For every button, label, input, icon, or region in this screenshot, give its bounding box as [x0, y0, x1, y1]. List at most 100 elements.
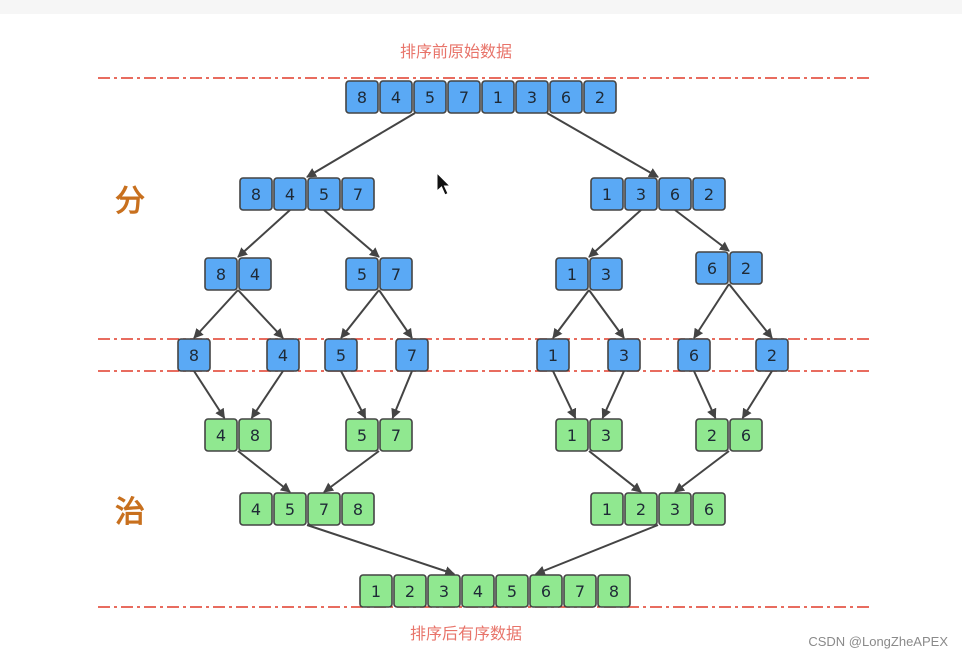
arrow-d2_b-to-s_7 [378, 289, 413, 339]
array-cell [395, 338, 429, 372]
array-cell-value: 6 [689, 346, 699, 365]
array-cell-value: 7 [391, 265, 401, 284]
array-cell [266, 338, 300, 372]
array-cell-value: 7 [459, 88, 469, 107]
array-cell-value: 5 [425, 88, 435, 107]
array-cell-value: 7 [391, 426, 401, 445]
arrow-d1_right-to-d2_c [588, 209, 642, 258]
array-cell [549, 80, 583, 114]
divide-label: 分 [115, 184, 145, 219]
array-cell [341, 177, 375, 211]
array-cell-value: 4 [278, 346, 288, 365]
array-group-s_2: 2 [755, 338, 789, 372]
array-cell-value: 6 [541, 582, 551, 601]
array-cell [590, 177, 624, 211]
array-cell [238, 418, 272, 452]
array-cell-value: 7 [319, 500, 329, 519]
arrow-d2_c-to-s_1 [552, 289, 590, 339]
array-cell [583, 80, 617, 114]
array-cell [238, 257, 272, 291]
array-cell [345, 257, 379, 291]
arrow-root-to-d1_left [306, 112, 416, 178]
array-cell-value: 4 [216, 426, 226, 445]
array-cell-value: 4 [391, 88, 401, 107]
arrow-d1_left-to-d2_b [323, 209, 380, 258]
array-cell [324, 338, 358, 372]
array-cell-value: 2 [767, 346, 777, 365]
array-cell [695, 418, 729, 452]
array-cell-value: 2 [741, 259, 751, 278]
arrow-s_4-to-m1_a [250, 370, 284, 419]
array-cell [204, 418, 238, 452]
array-group-s_7: 7 [395, 338, 429, 372]
array-cell [379, 257, 413, 291]
array-cell-value: 1 [602, 500, 612, 519]
array-group-s_4: 4 [266, 338, 300, 372]
arrow-s_5-to-m1_b [340, 370, 367, 419]
array-cell [590, 492, 624, 526]
array-cell [597, 574, 631, 608]
array-cell-value: 1 [548, 346, 558, 365]
array-cell-value: 5 [336, 346, 346, 365]
array-cell-value: 2 [636, 500, 646, 519]
array-cell-value: 4 [250, 265, 260, 284]
array-group-s_6: 6 [677, 338, 711, 372]
array-cell-value: 1 [602, 185, 612, 204]
array-cell [393, 574, 427, 608]
array-cell [555, 418, 589, 452]
array-cell [495, 574, 529, 608]
array-cell [677, 338, 711, 372]
array-cell-value: 3 [601, 265, 611, 284]
array-cell [379, 80, 413, 114]
arrow-s_1-to-m1_c [552, 370, 577, 419]
array-cell-value: 8 [216, 265, 226, 284]
array-cell-value: 3 [527, 88, 537, 107]
array-cell-value: 1 [567, 265, 577, 284]
array-cell [624, 492, 658, 526]
array-cell-value: 6 [741, 426, 751, 445]
array-cell-value: 4 [251, 500, 261, 519]
array-cell-value: 6 [704, 500, 714, 519]
arrow-d1_left-to-d2_a [237, 209, 291, 258]
array-cell [359, 574, 393, 608]
array-cell-value: 5 [285, 500, 295, 519]
array-cell [341, 492, 375, 526]
array-cell-value: 8 [250, 426, 260, 445]
array-cell [345, 418, 379, 452]
arrow-d1_right-to-d2_d [674, 209, 730, 252]
array-cell-value: 4 [473, 582, 483, 601]
array-cell-value: 4 [285, 185, 295, 204]
array-cell-value: 2 [707, 426, 717, 445]
array-cell-value: 8 [189, 346, 199, 365]
array-cell-value: 6 [707, 259, 717, 278]
bottom-label: 排序后有序数据 [410, 624, 523, 643]
array-cell-value: 1 [493, 88, 503, 107]
array-cell-value: 3 [601, 426, 611, 445]
array-cell [177, 338, 211, 372]
array-cell [536, 338, 570, 372]
array-cell-value: 7 [407, 346, 417, 365]
array-cell [345, 80, 379, 114]
arrow-s_2-to-m1_d [741, 370, 773, 419]
array-cell-value: 5 [507, 582, 517, 601]
array-cell [563, 574, 597, 608]
array-cell [307, 177, 341, 211]
arrow-m2_left-to-final [306, 524, 456, 576]
arrow-s_3-to-m1_c [601, 370, 625, 419]
arrow-d2_b-to-s_5 [340, 289, 380, 339]
arrows [193, 112, 773, 576]
array-cell-value: 5 [357, 265, 367, 284]
mouse-cursor-icon [436, 172, 452, 196]
array-cell-value: 5 [319, 185, 329, 204]
array-cell-value: 7 [353, 185, 363, 204]
array-cell [515, 80, 549, 114]
